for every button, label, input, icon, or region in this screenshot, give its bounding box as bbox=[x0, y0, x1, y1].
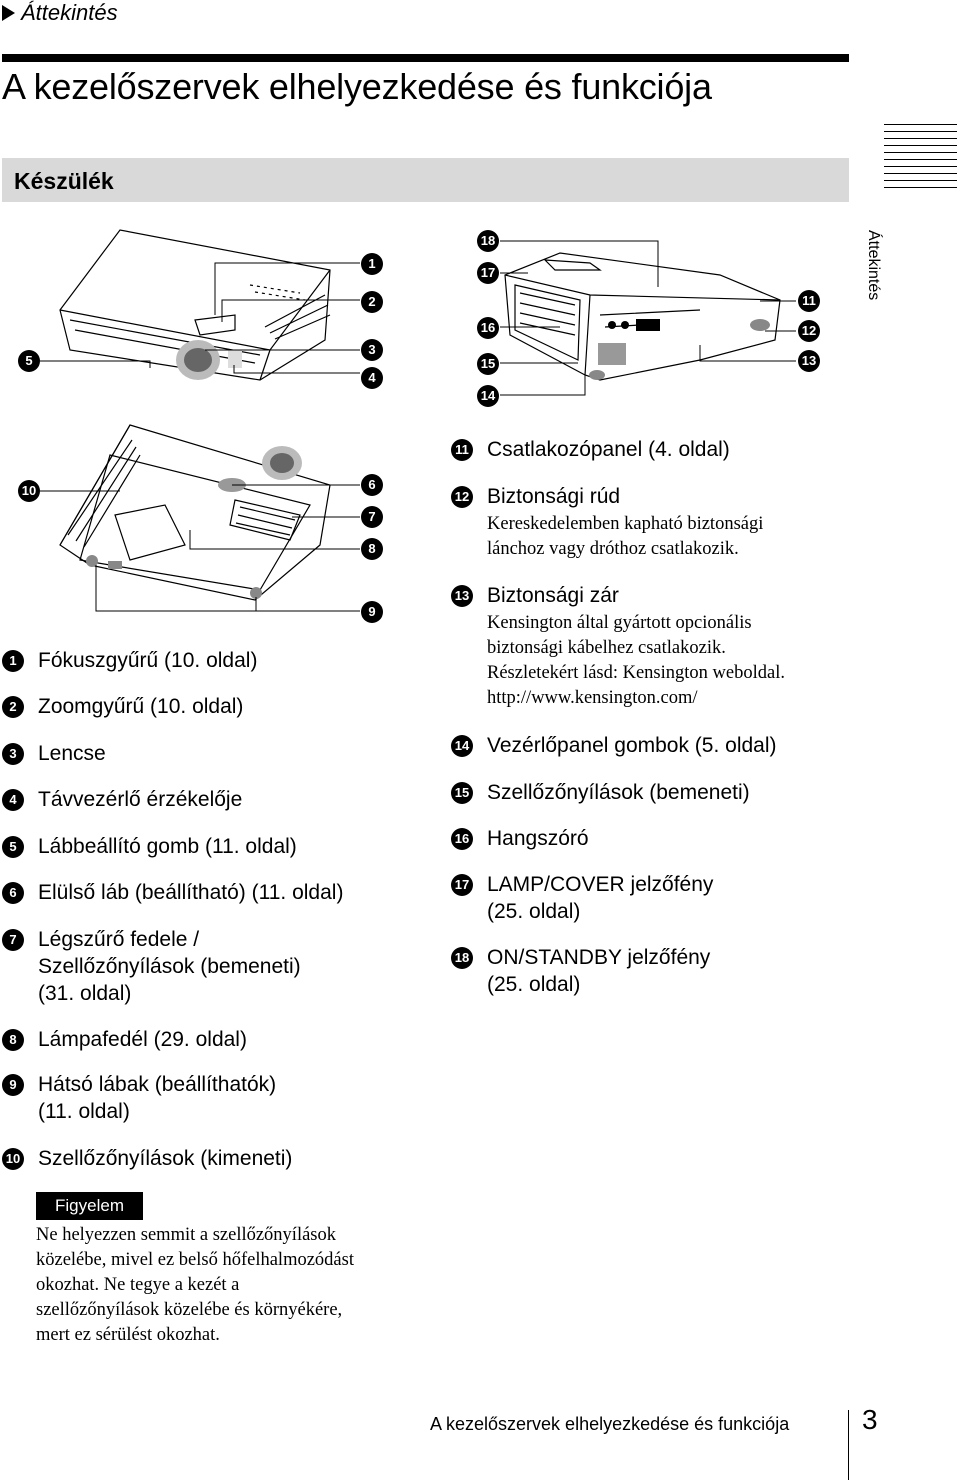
triangle-bullet-icon bbox=[2, 5, 15, 21]
footer-title: A kezelőszervek elhelyezkedése és funkci… bbox=[430, 1414, 790, 1434]
item-label-line: Légszűrő fedele / bbox=[38, 928, 200, 951]
item-number: 12 bbox=[451, 486, 473, 508]
callout-9: 9 bbox=[361, 601, 383, 623]
callout-5: 5 bbox=[18, 350, 40, 372]
item-label-line: (11. oldal) bbox=[38, 1100, 130, 1123]
callout-3: 3 bbox=[361, 339, 383, 361]
item-number: 10 bbox=[2, 1148, 24, 1170]
item-label-line: Hátsó lábak (beállíthatók) bbox=[38, 1073, 277, 1096]
callout-14: 14 bbox=[477, 385, 499, 407]
side-tab-label: Áttekintés bbox=[865, 230, 882, 301]
item-label-line: LAMP/COVER jelzőfény bbox=[487, 873, 714, 896]
item-label: Szellőzőnyílások (kimeneti) bbox=[38, 1147, 293, 1170]
callout-17: 17 bbox=[477, 262, 499, 284]
item-number: 14 bbox=[451, 735, 473, 757]
item-description: Kereskedelemben kapható biztonsági bbox=[487, 514, 764, 534]
caution-line: közelébe, mivel ez belső hőfelhalmozódás… bbox=[36, 1250, 354, 1270]
subheading-band bbox=[2, 158, 849, 202]
item-number: 17 bbox=[451, 874, 473, 896]
item-number: 6 bbox=[2, 882, 24, 904]
item-label: Lencse bbox=[38, 742, 106, 765]
item-label-line: (25. oldal) bbox=[487, 973, 581, 996]
item-number: 3 bbox=[2, 743, 24, 765]
item-label-line: Szellőzőnyílások (bemeneti) bbox=[38, 955, 301, 978]
item-number: 7 bbox=[2, 929, 24, 951]
item-description: Részletekért lásd: Kensington weboldal. bbox=[487, 663, 785, 683]
item-number: 15 bbox=[451, 782, 473, 804]
item-number: 2 bbox=[2, 696, 24, 718]
caution-line: szellőzőnyílások közelébe és környékére, bbox=[36, 1300, 343, 1320]
caution-line: Ne helyezzen semmit a szellőzőnyílások bbox=[36, 1225, 337, 1245]
item-number: 5 bbox=[2, 836, 24, 858]
item-number: 11 bbox=[451, 439, 473, 461]
subheading: Készülék bbox=[14, 168, 114, 194]
item-label: Lámpafedél (29. oldal) bbox=[38, 1028, 247, 1051]
item-number: 8 bbox=[2, 1029, 24, 1051]
item-label: Lábbeállító gomb (11. oldal) bbox=[38, 835, 297, 858]
item-label: Biztonsági zár bbox=[487, 584, 619, 607]
side-tab-lines bbox=[884, 124, 957, 194]
callout-10: 10 bbox=[18, 480, 40, 502]
callout-12: 12 bbox=[798, 320, 820, 342]
title-rule bbox=[2, 54, 849, 62]
item-number: 1 bbox=[2, 650, 24, 672]
callout-1: 1 bbox=[361, 253, 383, 275]
section-heading-label: Áttekintés bbox=[21, 0, 118, 25]
item-label: Szellőzőnyílások (bemeneti) bbox=[487, 781, 750, 804]
item-description: Kensington által gyártott opcionális bbox=[487, 613, 752, 633]
side-tab: Áttekintés bbox=[865, 230, 930, 340]
item-label: Zoomgyűrű (10. oldal) bbox=[38, 695, 244, 718]
caution-label: Figyelem bbox=[36, 1192, 143, 1220]
item-label: Fókuszgyűrű (10. oldal) bbox=[38, 649, 258, 672]
projector-bottom-view bbox=[59, 424, 331, 601]
caution-line: okozhat. Ne tegye a kezét a bbox=[36, 1275, 240, 1295]
item-number: 4 bbox=[2, 789, 24, 811]
callout-18: 18 bbox=[477, 230, 499, 252]
item-number: 16 bbox=[451, 828, 473, 850]
item-label: Biztonsági rúd bbox=[487, 485, 621, 508]
projector-front-view bbox=[59, 229, 331, 381]
item-label: Hangszóró bbox=[487, 827, 589, 850]
footer-divider bbox=[848, 1410, 849, 1480]
callout-8: 8 bbox=[361, 538, 383, 560]
item-number: 18 bbox=[451, 947, 473, 969]
callout-2: 2 bbox=[361, 291, 383, 313]
callout-16: 16 bbox=[477, 317, 499, 339]
callout-15: 15 bbox=[477, 353, 499, 375]
projector-rear-view bbox=[504, 252, 781, 381]
callout-11: 11 bbox=[798, 290, 820, 312]
item-label: Vezérlőpanel gombok (5. oldal) bbox=[487, 734, 777, 757]
item-description: lánchoz vagy dróthoz csatlakozik. bbox=[487, 539, 739, 559]
item-label: Csatlakozópanel (4. oldal) bbox=[487, 438, 730, 461]
callout-7: 7 bbox=[361, 506, 383, 528]
item-number: 13 bbox=[451, 585, 473, 607]
callout-6: 6 bbox=[361, 474, 383, 496]
item-label-line: (25. oldal) bbox=[487, 900, 581, 923]
item-label: Távvezérlő érzékelője bbox=[38, 788, 243, 811]
item-label-line: (31. oldal) bbox=[38, 982, 132, 1005]
item-link[interactable]: http://www.kensington.com/ bbox=[487, 688, 698, 708]
callout-13: 13 bbox=[798, 350, 820, 372]
caution-text: Ne helyezzen semmit a szellőzőnyílások k… bbox=[36, 1223, 416, 1348]
page-title: A kezelőszervek elhelyezkedése és funkci… bbox=[2, 66, 712, 107]
caution-line: mert ez sérülést okozhat. bbox=[36, 1325, 220, 1345]
item-description: biztonsági kábelhez csatlakozik. bbox=[487, 638, 726, 658]
callout-4: 4 bbox=[361, 367, 383, 389]
page-number: 3 bbox=[862, 1404, 878, 1435]
item-label-line: ON/STANDBY jelzőfény bbox=[487, 946, 711, 969]
item-number: 9 bbox=[2, 1074, 24, 1096]
section-heading: Áttekintés bbox=[2, 0, 118, 26]
item-label: Elülső láb (beállítható) (11. oldal) bbox=[38, 881, 344, 904]
projector-illustrations bbox=[40, 229, 796, 612]
